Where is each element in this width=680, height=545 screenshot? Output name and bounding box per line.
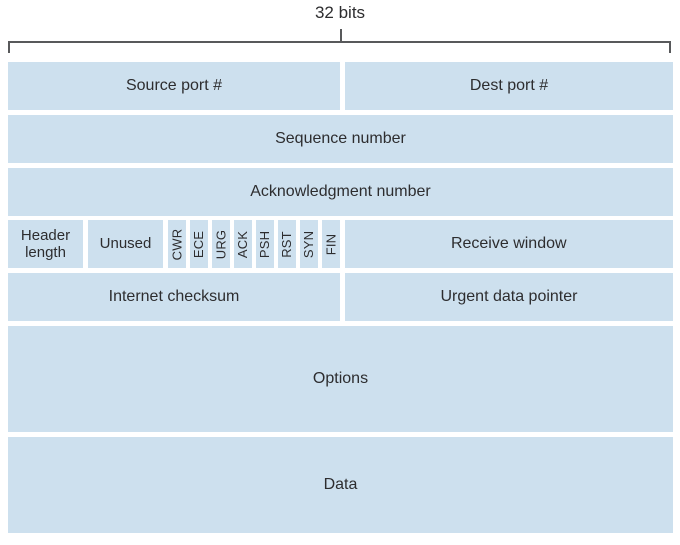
field-header-length: Header length bbox=[8, 220, 83, 268]
row-data: Data bbox=[8, 437, 673, 533]
field-flag-ack: ACK bbox=[234, 220, 252, 268]
row-options: Options bbox=[8, 326, 673, 432]
field-options: Options bbox=[8, 326, 673, 432]
field-data: Data bbox=[8, 437, 673, 533]
field-sequence-number: Sequence number bbox=[8, 115, 673, 163]
field-flag-ece: ECE bbox=[190, 220, 208, 268]
field-receive-window: Receive window bbox=[344, 220, 673, 268]
field-internet-checksum: Internet checksum bbox=[8, 273, 340, 321]
row-sequence-number: Sequence number bbox=[8, 115, 673, 163]
flag-label-fin: FIN bbox=[323, 233, 339, 255]
field-urgent-data-pointer: Urgent data pointer bbox=[345, 273, 673, 321]
flag-label-syn: SYN bbox=[301, 230, 317, 258]
flag-label-psh: PSH bbox=[257, 230, 273, 258]
flag-label-rst: RST bbox=[279, 230, 295, 258]
field-ack-number: Acknowledgment number bbox=[8, 168, 673, 216]
row-flags: Header length Unused CWR ECE URG ACK PSH… bbox=[8, 220, 673, 268]
field-flag-syn: SYN bbox=[300, 220, 318, 268]
row-ports: Source port # Dest port # bbox=[8, 62, 673, 110]
width-caption: 32 bits bbox=[314, 3, 366, 22]
field-dest-port: Dest port # bbox=[345, 62, 673, 110]
field-flag-psh: PSH bbox=[256, 220, 274, 268]
flag-label-urg: URG bbox=[213, 229, 229, 259]
width-bracket bbox=[8, 41, 671, 53]
flag-label-cwr: CWR bbox=[169, 228, 185, 260]
field-flag-urg: URG bbox=[212, 220, 230, 268]
field-source-port: Source port # bbox=[8, 62, 340, 110]
field-flag-fin: FIN bbox=[322, 220, 340, 268]
flag-bits-group: CWR ECE URG ACK PSH RST SYN FIN bbox=[168, 220, 340, 268]
bracket-center-tick bbox=[340, 29, 342, 42]
field-flag-rst: RST bbox=[278, 220, 296, 268]
row-ack-number: Acknowledgment number bbox=[8, 168, 673, 216]
row-checksum: Internet checksum Urgent data pointer bbox=[8, 273, 673, 321]
field-flag-cwr: CWR bbox=[168, 220, 186, 268]
flag-label-ece: ECE bbox=[191, 230, 207, 258]
flag-label-ack: ACK bbox=[235, 230, 251, 258]
field-unused: Unused bbox=[88, 220, 163, 268]
